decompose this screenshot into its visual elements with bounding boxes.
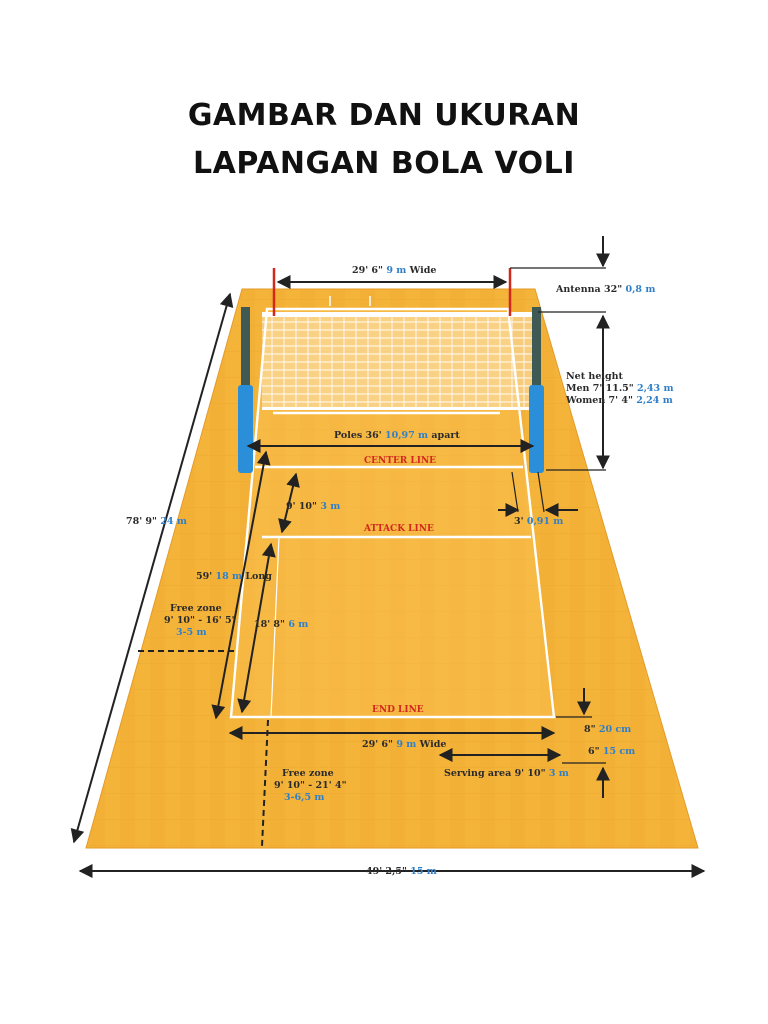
pole-offset-label: 3' 0,91 m [514,516,563,527]
page-title-line2: LAPANGAN BOLA VOLI [193,146,575,181]
attack-line-label: ATTACK LINE [363,524,434,534]
serving-area-label: Serving area 9' 10" 3 m [444,768,569,779]
net-bottom-band [262,407,532,410]
serve-mark-label: 6" 15 cm [588,746,635,757]
back-zone-label: 18' 8" 6 m [254,619,308,630]
free-zone-side-label: Free zone 9' 10" - 16' 5" 3-5 m [164,603,240,638]
width-top-label: 29' 6" 9 m Wide [352,265,436,276]
end-line-label: END LINE [372,705,424,715]
court-surface [231,309,554,717]
pole-offset-guide-2 [537,471,545,513]
antenna-label: Antenna 32" 0,8 m [555,284,655,295]
attack-zone-arrow [278,472,300,534]
center-line-label: CENTER LINE [364,456,436,466]
back-zone-arrow [237,542,276,714]
overall-length-arrow [70,292,234,844]
line-width-label: 8" 20 cm [584,724,631,735]
overall-width-label: 49' 2,5" 15 m [366,866,437,877]
free-zone-back-dash [261,719,269,847]
free-zone-back-label: Free zone 9' 10" - 21' 4" 3-6,5 m [274,768,350,803]
page-title: GAMBAR DAN UKURAN LAPANGAN BOLA VOLI [0,92,768,188]
overall-length-label: 78' 9" 24 m [126,516,187,527]
attack-zone-label: 9' 10" 3 m [286,501,340,512]
width-bottom-label: 29' 6" 9 m Wide [362,739,446,750]
net-height-label: Net height Men 7' 11.5" 2,43 m Women 7' … [565,371,677,406]
net-top-band [262,312,532,317]
page-title-line1: GAMBAR DAN UKURAN [187,98,581,133]
far-end-ticks [329,296,371,306]
poles-label: Poles 36' 10,97 m apart [334,430,460,441]
court-length-label: 59' 18 m Long [196,571,272,582]
net [262,312,532,410]
